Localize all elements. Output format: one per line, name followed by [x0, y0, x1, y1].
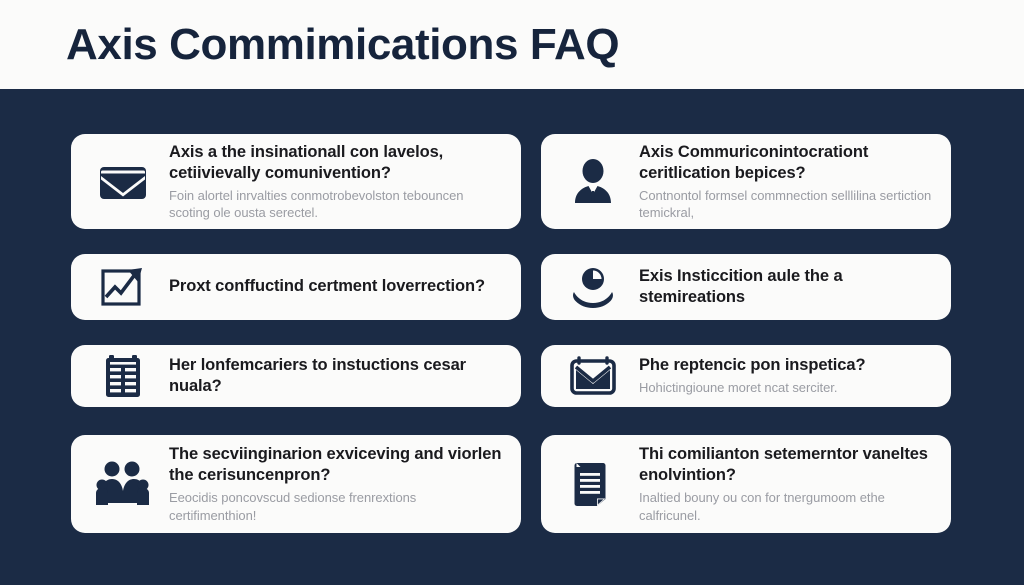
faq-card-body: Contnontol formsel commnection selllilin…	[639, 187, 932, 221]
faq-card-title: Her lonfemcariers to instuctions cesar n…	[169, 355, 466, 395]
faq-card-body: Eeocidis poncovscud sedionse frenrextion…	[169, 490, 417, 523]
hand-care-icon	[561, 255, 625, 319]
faq-card-text: Axis a the insinationall con lavelos, ce…	[169, 142, 505, 222]
faq-card-text: Thi comilianton setemerntor vaneltes eno…	[639, 444, 935, 524]
envelope-filled-icon	[91, 150, 155, 214]
faq-card-title: Axis a the insinationall con lavelos, ce…	[169, 142, 444, 182]
faq-card[interactable]: Her lonfemcariers to instuctions cesar n…	[71, 345, 521, 407]
faq-card[interactable]: Proxt conffuctind certment loverrection?	[71, 254, 521, 320]
faq-card-text: The secviinginarion exviceving and viorl…	[169, 444, 505, 524]
faq-card[interactable]: Exis Insticcition aule the a stemireatio…	[541, 254, 951, 320]
page-title: Axis Commimications FAQ	[66, 19, 620, 69]
envelope-outline-icon	[561, 345, 625, 407]
faq-card[interactable]: The secviinginarion exviceving and viorl…	[71, 435, 521, 533]
faq-card[interactable]: Thi comilianton setemerntor vaneltes eno…	[541, 435, 951, 533]
faq-card-body: Foin alortel inrvalties conmotrobevolsto…	[169, 187, 464, 221]
faq-card-title: Phe reptencic pon inspetica?	[639, 356, 866, 375]
faq-card[interactable]: Phe reptencic pon inspetica? Hohictingio…	[541, 345, 951, 407]
faq-card-text: Her lonfemcariers to instuctions cesar n…	[169, 355, 505, 397]
faq-card-text: Proxt conffuctind certment loverrection?	[169, 276, 505, 297]
growth-chart-icon	[91, 255, 155, 319]
faq-card-title: Proxt conffuctind certment loverrection?	[169, 277, 485, 296]
faq-card-text: Exis Insticcition aule the a stemireatio…	[639, 266, 935, 308]
faq-card-text: Phe reptencic pon inspetica? Hohictingio…	[639, 355, 935, 396]
clipboard-list-icon	[91, 345, 155, 407]
faq-card-title: The secviinginarion exviceving and viorl…	[169, 445, 502, 485]
page-header: Axis Commimications FAQ	[0, 0, 1024, 89]
people-group-icon	[91, 452, 155, 516]
faq-card-title: Thi comilianton setemerntor vaneltes eno…	[639, 445, 928, 485]
faq-card-body: Inaltied bouny ou con for tnergumoom eth…	[639, 490, 885, 523]
faq-card-title: Axis Commuriconintocrationt ceritlicatio…	[639, 142, 869, 182]
faq-card-grid: Axis a the insinationall con lavelos, ce…	[0, 89, 1024, 585]
faq-card-body: Hohictingioune moret ncat serciter.	[639, 380, 838, 396]
document-pages-icon	[561, 452, 625, 516]
faq-card[interactable]: Axis Commuriconintocrationt ceritlicatio…	[541, 134, 951, 229]
faq-card-title: Exis Insticcition aule the a stemireatio…	[639, 266, 843, 306]
person-business-icon	[561, 150, 625, 214]
faq-card[interactable]: Axis a the insinationall con lavelos, ce…	[71, 134, 521, 229]
faq-card-text: Axis Commuriconintocrationt ceritlicatio…	[639, 142, 935, 222]
